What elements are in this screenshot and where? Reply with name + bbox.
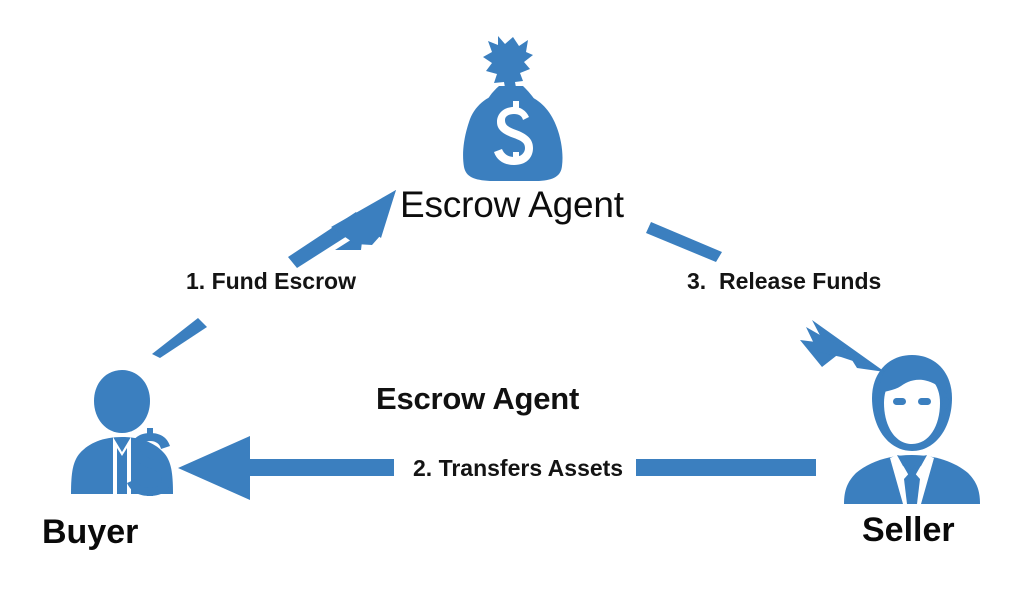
buyer-dollar-sign-icon — [127, 428, 171, 496]
step-1-fund-escrow-label: 1. Fund Escrow — [186, 268, 356, 294]
arrow-transfers-assets — [178, 436, 816, 500]
step-3-release-funds-label: 3. Release Funds — [687, 268, 882, 294]
arrow-release-funds — [646, 222, 885, 372]
seller-eye-left — [893, 398, 906, 405]
seller-businessman-icon — [844, 355, 980, 504]
seller-eye-right — [918, 398, 931, 405]
arrow-fund-escrow — [152, 190, 396, 358]
step-2-transfers-assets-label: 2. Transfers Assets — [413, 455, 624, 481]
buyer-label: Buyer — [42, 513, 139, 551]
money-bag-icon — [463, 36, 563, 181]
seller-label: Seller — [862, 511, 955, 549]
escrow-agent-center-label: Escrow Agent — [376, 381, 580, 416]
dollar-sign-glyph — [494, 101, 533, 165]
escrow-agent-title: Escrow Agent — [400, 184, 624, 225]
buyer-person-icon — [71, 370, 173, 496]
